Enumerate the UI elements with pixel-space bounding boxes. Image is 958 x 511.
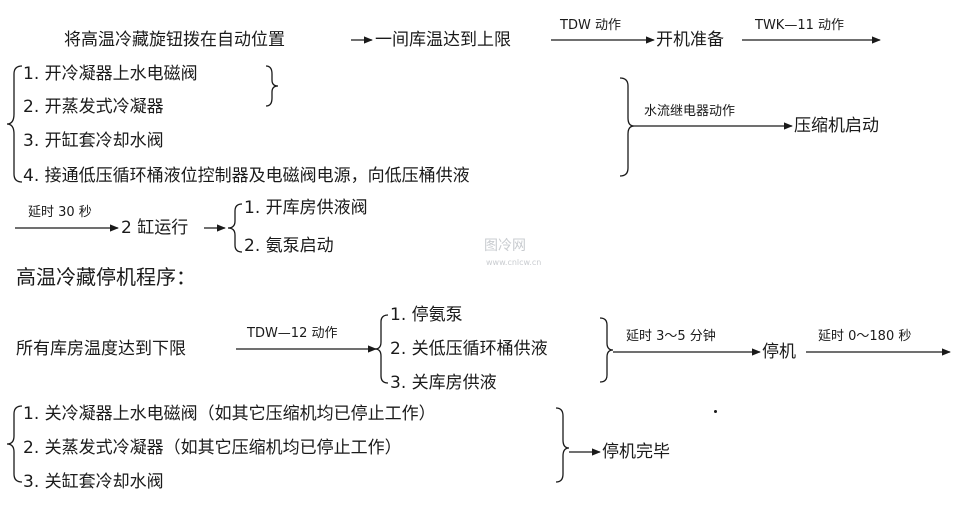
final-left-brace <box>6 405 23 483</box>
label-twk11-action: TWK—11 动作 <box>755 18 844 33</box>
step-compressor-start: 压缩机启动 <box>794 116 879 136</box>
step-two-cylinder-run: 2 缸运行 <box>121 218 189 238</box>
label-tdw12-action: TDW—12 动作 <box>247 326 338 341</box>
step-set-auto: 将高温冷藏旋钮拨在自动位置 <box>64 30 285 50</box>
stop-item-3: 3. 关库房供液 <box>390 373 497 393</box>
stop-procedure-title: 高温冷藏停机程序： <box>16 265 196 289</box>
stop-left-brace <box>374 314 389 384</box>
stop-item-1: 1. 停氨泵 <box>390 305 463 325</box>
final-item-2: 2. 关蒸发式冷凝器（如其它压缩机均已停止工作） <box>23 438 402 458</box>
prep-left-brace <box>6 65 23 183</box>
step-temp-upper-limit: 一间库温达到上限 <box>375 30 511 50</box>
prep-inner-brace <box>265 65 279 107</box>
prep-item-1: 1. 开冷凝器上水电磁阀 <box>23 64 198 84</box>
prep-item-2: 2. 开蒸发式冷凝器 <box>23 97 164 117</box>
stray-dot <box>714 410 717 413</box>
watermark-url: www.cnlcw.cn <box>486 258 542 267</box>
label-delay-0-180s: 延时 0～180 秒 <box>818 329 912 344</box>
watermark-logo: 图冷网 <box>484 238 526 254</box>
step-shutdown-complete: 停机完毕 <box>602 442 670 462</box>
prep-item-4: 4. 接通低压循环桶液位控制器及电磁阀电源，向低压桶供液 <box>23 166 470 186</box>
step-start-prep: 开机准备 <box>656 30 724 50</box>
step-halt: 停机 <box>762 342 796 362</box>
prep-item-3: 3. 开缸套冷却水阀 <box>23 131 164 151</box>
run-left-brace <box>227 203 243 253</box>
run-item-1: 1. 开库房供液阀 <box>244 198 368 218</box>
final-item-1: 1. 关冷凝器上水电磁阀（如其它压缩机均已停止工作） <box>23 404 436 424</box>
final-item-3: 3. 关缸套冷却水阀 <box>23 472 164 492</box>
label-tdw-action: TDW 动作 <box>560 18 621 33</box>
step-all-rooms-lower-limit: 所有库房温度达到下限 <box>16 339 186 359</box>
label-delay-3-5min: 延时 3～5 分钟 <box>626 329 716 344</box>
stop-right-brace <box>599 317 614 383</box>
final-right-brace <box>555 407 570 483</box>
prep-right-brace <box>619 77 635 177</box>
label-water-relay: 水流继电器动作 <box>644 104 736 119</box>
stop-item-2: 2. 关低压循环桶供液 <box>390 339 548 359</box>
run-item-2: 2. 氨泵启动 <box>244 236 334 256</box>
label-delay-30s: 延时 30 秒 <box>28 205 92 220</box>
